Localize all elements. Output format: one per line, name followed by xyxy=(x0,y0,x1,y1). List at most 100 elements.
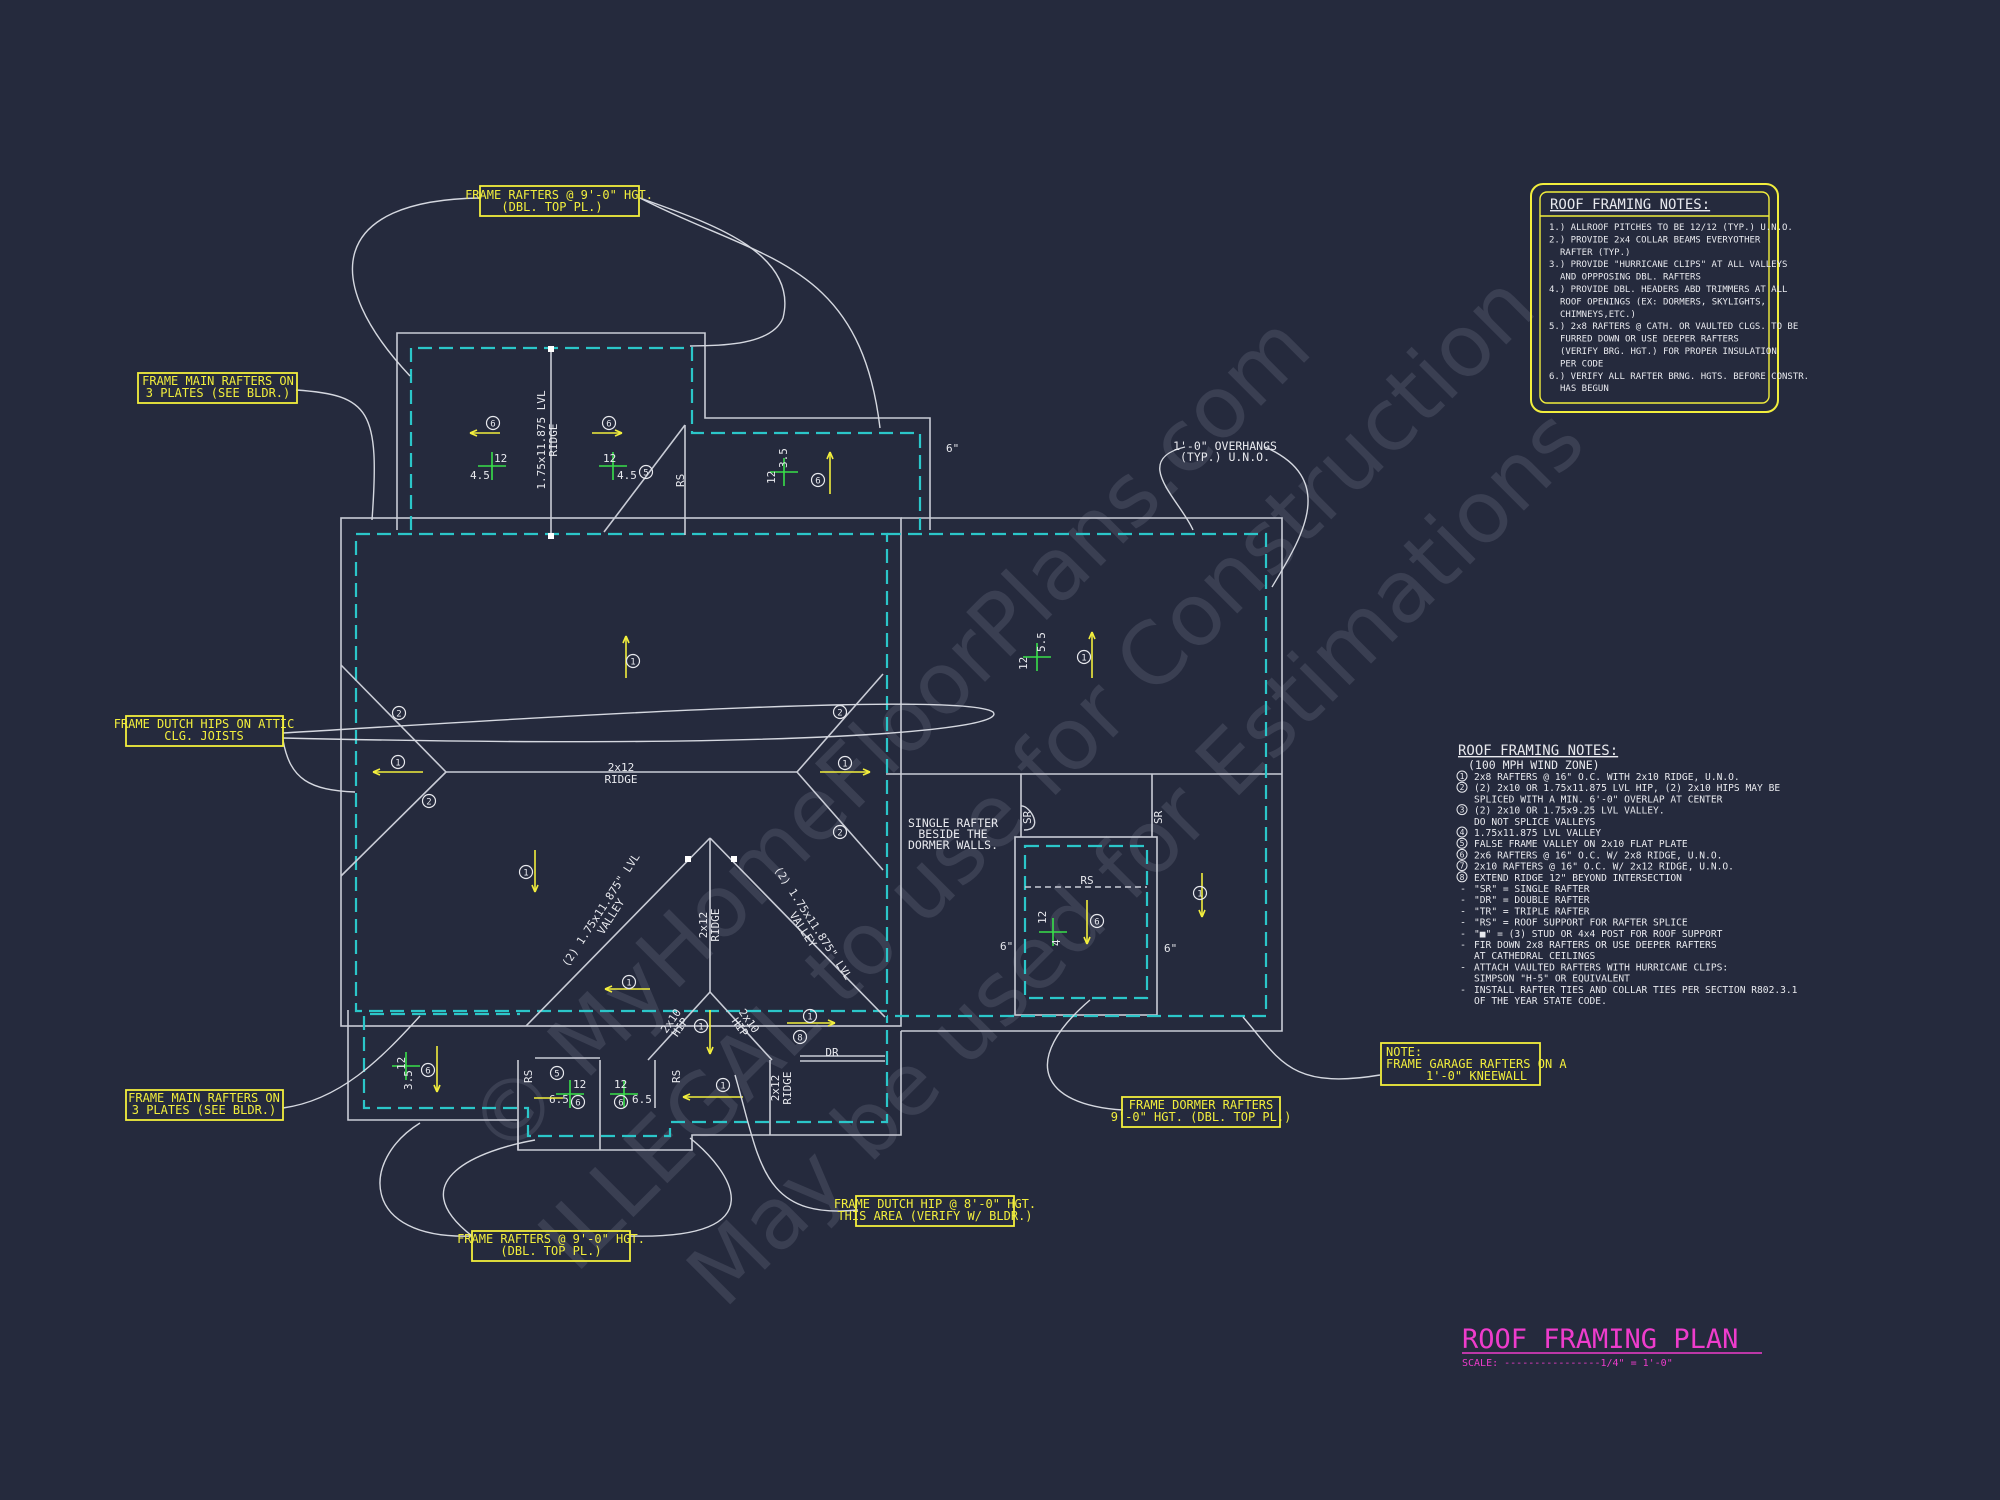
legend-item-text: "TR" = TRIPLE RAFTER xyxy=(1474,906,1590,917)
drawing-scale: SCALE: ----------------1/4" = 1'-0" xyxy=(1462,1358,1673,1369)
legend-key: 2 xyxy=(1460,783,1465,792)
svg-text:12: 12 xyxy=(573,1078,586,1091)
notes-box-item: CHIMNEYS,ETC.) xyxy=(1560,310,1636,320)
legend-item-text: SPLICED WITH A MIN. 6'-0" OVERLAP AT CEN… xyxy=(1474,794,1723,805)
circled-key xyxy=(621,974,637,990)
circled-key-number: 1 xyxy=(523,869,528,879)
circled-key xyxy=(638,464,654,480)
svg-text:12: 12 xyxy=(765,471,778,484)
notes-box-item: 3.) PROVIDE "HURRICANE CLIPS" AT ALL VAL… xyxy=(1549,260,1787,270)
svg-text:FRAME RAFTERS @ 9'-0" HGT.: FRAME RAFTERS @ 9'-0" HGT. xyxy=(465,188,653,202)
white-callouts: 1'-0" OVERHANGS (TYP.) U.N.O. SINGLE RAF… xyxy=(908,439,1277,852)
circled-key-number: 2 xyxy=(396,710,401,720)
svg-text:3 PLATES (SEE BLDR.): 3 PLATES (SEE BLDR.) xyxy=(146,386,291,400)
legend-item-text: "DR" = DOUBLE RAFTER xyxy=(1474,895,1590,906)
pitch-symbol-4: 12 5.5 xyxy=(1017,632,1051,671)
overhangs-line-1: 1'-0" OVERHANGS xyxy=(1173,439,1277,453)
legend-item-text: 1.75x11.875 LVL VALLEY xyxy=(1474,828,1601,839)
notes-box-item: 5.) 2x8 RAFTERS @ CATH. OR VAULTED CLGS.… xyxy=(1549,322,1798,332)
legend-key-circle xyxy=(1456,826,1468,838)
svg-text:4.5: 4.5 xyxy=(470,469,490,482)
circled-key-number: 1 xyxy=(1081,654,1086,664)
svg-text:6.5: 6.5 xyxy=(549,1093,569,1106)
leader-lines xyxy=(282,197,1381,1237)
legend-key-circle xyxy=(1456,770,1468,782)
legend-item-text: (2) 2x10 OR 1.75x11.875 LVL HIP, (2) 2x1… xyxy=(1474,783,1780,794)
circled-key-number: 1 xyxy=(626,979,631,989)
circled-key xyxy=(613,1094,629,1110)
circled-key xyxy=(837,755,853,771)
circled-key-number: 6 xyxy=(1094,918,1099,928)
circled-key-number: 2 xyxy=(426,798,431,808)
svg-text:FRAME RAFTERS @ 9'-0" HGT.: FRAME RAFTERS @ 9'-0" HGT. xyxy=(457,1232,645,1246)
svg-text:4.5: 4.5 xyxy=(617,469,637,482)
pitch-symbol-1: 12 4.5 xyxy=(470,452,507,482)
notes-box-items: 1.) ALLROOF PITCHES TO BE 12/12 (TYP.) U… xyxy=(1549,223,1809,394)
legend-item-text: FALSE FRAME VALLEY ON 2x10 FLAT PLATE xyxy=(1474,839,1688,850)
legend-dash: - xyxy=(1460,985,1466,996)
wall-lines xyxy=(354,346,1268,1138)
svg-text:6.5: 6.5 xyxy=(632,1093,652,1106)
legend-key-circle xyxy=(1456,871,1468,883)
notes-box: ROOF FRAMING NOTES: 1.) ALLROOF PITCHES … xyxy=(1530,183,1809,413)
pitch-symbol-7: 12 6.5 xyxy=(549,1078,586,1108)
notes-box-item: AND OPPPOSING DBL. RAFTERS xyxy=(1560,273,1701,283)
legend-item-text: 2x10 RAFTERS @ 16" O.C. W/ 2x12 RIDGE, U… xyxy=(1474,862,1734,873)
callout-top-frame: FRAME RAFTERS @ 9'-0" HGT. (DBL. TOP PL.… xyxy=(465,185,653,217)
circled-key-number: 8 xyxy=(797,1034,802,1044)
pitch-symbol-2: 12 4.5 xyxy=(599,452,637,482)
circled-key-number: 1 xyxy=(698,1023,703,1033)
legend-item-text: "RS" = ROOF SUPPORT FOR RAFTER SPLICE xyxy=(1474,918,1688,929)
legend-key: 7 xyxy=(1460,862,1465,871)
legend-item-text: EXTEND RIDGE 12" BEYOND INTERSECTION xyxy=(1474,873,1682,884)
svg-text:12: 12 xyxy=(1017,657,1030,670)
center-ridge-label-2: RIDGE xyxy=(709,908,722,941)
single-rafter-line-3: DORMER WALLS. xyxy=(908,838,998,852)
svg-text:FRAME GARAGE RAFTERS ON A: FRAME GARAGE RAFTERS ON A xyxy=(1386,1057,1567,1071)
legend-key: 3 xyxy=(1460,806,1465,815)
svg-text:CLG. JOISTS: CLG. JOISTS xyxy=(164,729,243,743)
circled-key-number: 1 xyxy=(1197,890,1202,900)
svg-text:NOTE:: NOTE: xyxy=(1386,1045,1422,1059)
svg-text:FRAME MAIN RAFTERS ON: FRAME MAIN RAFTERS ON xyxy=(128,1091,280,1105)
svg-text:1'-0" KNEEWALL: 1'-0" KNEEWALL xyxy=(1426,1069,1527,1083)
notes-box-item: FURRED DOWN OR USE DEEPER RAFTERS xyxy=(1560,335,1739,345)
legend-item-text: SIMPSON "H-5" OR EQUIVALENT xyxy=(1474,974,1630,985)
legend-dash: - xyxy=(1460,918,1466,929)
sr-label-left: SR xyxy=(1021,810,1034,824)
callout-main-plates-top: FRAME MAIN RAFTERS ON 3 PLATES (SEE BLDR… xyxy=(137,372,298,404)
callout-dutch-hips: FRAME DUTCH HIPS ON ATTIC CLG. JOISTS xyxy=(114,715,294,747)
notes-box-item: 6.) VERIFY ALL RAFTER BRNG. HGTS. BEFORE… xyxy=(1549,372,1809,382)
legend: ROOF FRAMING NOTES: (100 MPH WIND ZONE) … xyxy=(1456,743,1798,1007)
rafter-arrows xyxy=(372,429,1206,1101)
rs-label-dormer: RS xyxy=(1080,874,1093,887)
legend-item-text: AT CATHEDRAL CEILINGS xyxy=(1474,951,1596,962)
svg-text:FRAME DUTCH HIP @ 8'-0" HGT.: FRAME DUTCH HIP @ 8'-0" HGT. xyxy=(834,1197,1036,1211)
lvl-ridge-label-2: RIDGE xyxy=(547,423,560,456)
legend-key: 6 xyxy=(1460,850,1465,859)
circled-key-number: 1 xyxy=(720,1082,725,1092)
legend-item-text: "■" = (3) STUD OR 4x4 POST FOR ROOF SUPP… xyxy=(1474,929,1723,940)
notes-box-title: ROOF FRAMING NOTES: xyxy=(1550,197,1710,213)
callout-dutch-hip-8: FRAME DUTCH HIP @ 8'-0" HGT. THIS AREA (… xyxy=(834,1195,1036,1227)
svg-text:12: 12 xyxy=(614,1078,627,1091)
svg-text:(DBL. TOP PL.): (DBL. TOP PL.) xyxy=(501,200,602,214)
circled-key-number: 1 xyxy=(630,658,635,668)
legend-item-text: DO NOT SPLICE VALLEYS xyxy=(1474,817,1596,828)
six-inch-label-3: 6" xyxy=(1164,942,1177,955)
pitch-symbol-8: 12 6.5 xyxy=(610,1078,652,1108)
svg-text:12: 12 xyxy=(1036,911,1049,924)
bottom-ridge-label-2: RIDGE xyxy=(781,1071,794,1104)
circled-key-number: 2 xyxy=(837,829,842,839)
circled-key xyxy=(390,754,406,770)
circled-key-number: 6 xyxy=(606,420,611,430)
svg-text:3.5: 3.5 xyxy=(777,448,790,468)
legend-key-circle xyxy=(1456,837,1468,849)
circled-key xyxy=(420,1062,436,1078)
circled-key xyxy=(693,1018,709,1034)
svg-text:5.5: 5.5 xyxy=(1035,632,1048,652)
circled-key xyxy=(601,415,617,431)
